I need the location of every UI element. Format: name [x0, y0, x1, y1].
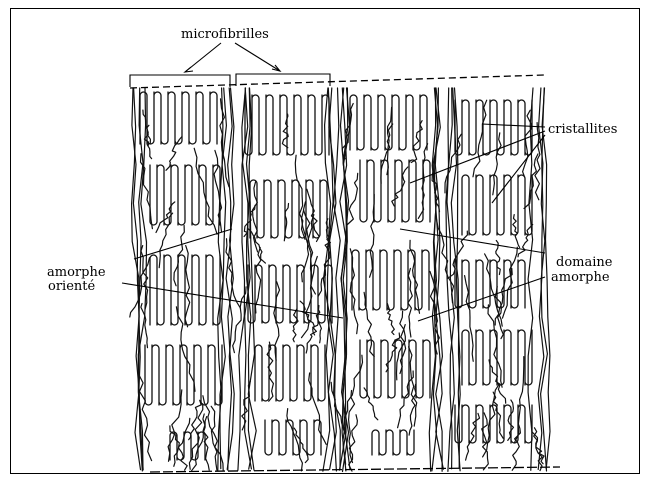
crystallite-block	[140, 92, 217, 144]
amorphous-chains	[130, 88, 550, 472]
label-oriented-amorphous-line2: orienté	[48, 279, 95, 294]
bundle-bottom-edge	[150, 467, 560, 472]
amorphous-chain	[400, 311, 406, 374]
amorphous-chain	[334, 88, 341, 469]
amorphous-chain	[185, 246, 190, 327]
amorphous-chain	[255, 248, 261, 314]
crystallite-block	[455, 260, 525, 308]
amorphous-chain	[316, 306, 321, 343]
label-microfibrils: microfibrilles	[181, 27, 269, 42]
crystallite-block	[150, 165, 220, 225]
crystallite-block	[455, 100, 532, 155]
amorphous-chain	[392, 167, 408, 206]
crystallite-block	[150, 255, 220, 325]
amorphous-chain	[542, 88, 550, 469]
label-amorphous-domain-line2: amorphe	[551, 270, 610, 285]
amorphous-chain	[203, 414, 209, 470]
amorphous-chain	[294, 428, 308, 463]
crystallite-block	[255, 345, 325, 401]
amorphous-chain	[364, 388, 378, 420]
label-amorphous-domain-line1: domaine	[556, 255, 613, 270]
microfibril-bracket-left	[130, 75, 230, 87]
amorphous-chain	[514, 357, 523, 443]
amorphous-chain	[473, 100, 487, 177]
amorphous-chain	[156, 202, 175, 233]
microfibril-brackets	[130, 74, 330, 87]
amorphous-chain	[267, 342, 273, 401]
crystallite-block	[372, 430, 414, 455]
crystallite-block	[250, 180, 327, 238]
microfibril-bundle	[130, 75, 560, 472]
crystallite-block	[265, 420, 321, 455]
amorphous-chain	[141, 304, 148, 348]
crystallite-block	[360, 160, 430, 222]
amorphous-chain	[350, 249, 358, 334]
label-oriented-amorphous-line1: amorphe	[47, 265, 106, 280]
crystallite-block	[462, 175, 532, 235]
amorphous-chain	[329, 88, 336, 470]
pointer-microfibril-right	[235, 43, 280, 71]
amorphous-chain	[295, 155, 305, 239]
amorphous-chain	[466, 413, 480, 460]
bundle-top-edge	[130, 75, 545, 88]
pointer-crystallite-1	[482, 124, 545, 127]
label-crystallites: cristallites	[548, 122, 617, 137]
microfibril-bracket-right	[236, 74, 330, 86]
pointer-head	[185, 67, 193, 72]
